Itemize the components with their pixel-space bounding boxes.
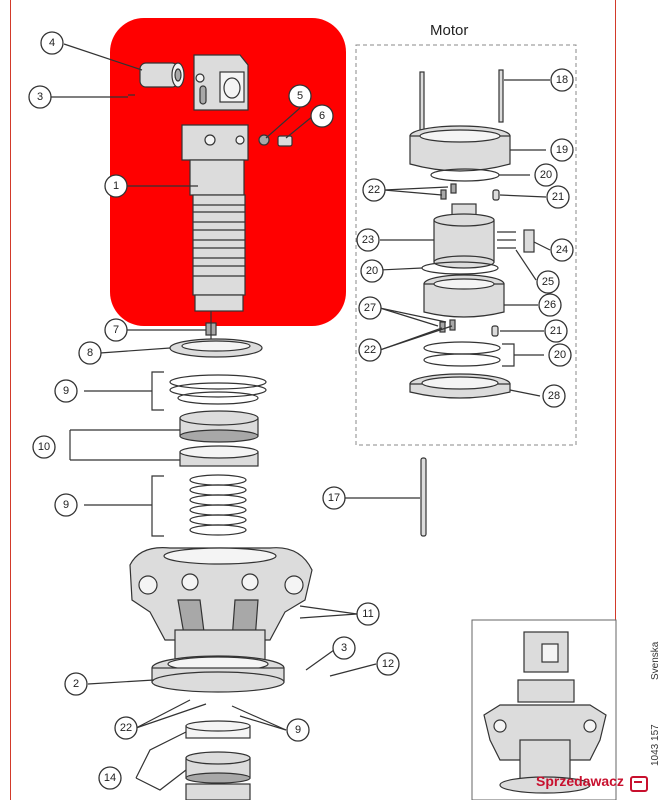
- side-document-number: 1043 157: [650, 724, 661, 766]
- callout-number: 6: [319, 110, 325, 122]
- callout-number: 21: [552, 191, 564, 203]
- callout-number: 24: [556, 244, 568, 256]
- callout-28: 28: [542, 384, 566, 408]
- callout-number: 9: [63, 499, 69, 511]
- callout-24: 24: [550, 238, 574, 262]
- part-23-rotor: [433, 203, 495, 269]
- part-9-spring: [189, 474, 247, 536]
- callout-23: 23: [356, 228, 380, 252]
- callout-number: 12: [382, 658, 394, 670]
- callout-number: 9: [63, 385, 69, 397]
- part-28-plate: [409, 373, 511, 399]
- part-1-cylinder: [181, 54, 249, 312]
- part-26-housing: [423, 274, 505, 318]
- callout-number: 11: [362, 608, 373, 620]
- part-2-housing: [129, 547, 313, 693]
- callout-22: 22: [358, 338, 382, 362]
- callout-number: 3: [341, 642, 347, 654]
- callout-number: 5: [297, 90, 303, 102]
- part-21-22-pins: [439, 183, 500, 337]
- watermark-logo-text: Sprzedawacz: [536, 773, 624, 789]
- callout-18: 18: [550, 68, 574, 92]
- part-9-rings-upper: [169, 374, 267, 405]
- callout-number: 22: [120, 722, 132, 734]
- callout-19: 19: [550, 138, 574, 162]
- callout-4: 4: [40, 31, 64, 55]
- callout-25: 25: [536, 270, 560, 294]
- callout-9: 9: [54, 379, 78, 403]
- callout-2: 2: [64, 672, 88, 696]
- callout-20: 20: [548, 343, 572, 367]
- callout-22: 22: [362, 178, 386, 202]
- callout-number: 20: [554, 349, 566, 361]
- part-24-25-vanes: [497, 229, 535, 253]
- callout-number: 18: [556, 74, 568, 86]
- part-17-rod: [420, 457, 427, 537]
- part-20-rings-c: [423, 341, 501, 367]
- part-18-bolts: [419, 69, 504, 131]
- callout-27: 27: [358, 296, 382, 320]
- callout-1: 1: [104, 174, 128, 198]
- callout-8: 8: [78, 341, 102, 365]
- part-10-bearing: [179, 410, 259, 467]
- callout-number: 2: [73, 678, 79, 690]
- callout-5: 5: [288, 84, 312, 108]
- side-language-label: Svenska: [650, 641, 661, 680]
- callout-7: 7: [104, 318, 128, 342]
- callout-3: 3: [28, 85, 52, 109]
- part-19-cover: [409, 125, 511, 172]
- callout-10: 10: [32, 435, 56, 459]
- callout-21: 21: [544, 319, 568, 343]
- callout-number: 28: [548, 390, 560, 402]
- motor-group-title: Motor: [430, 22, 469, 39]
- motor-group-box: [355, 44, 577, 446]
- callout-number: 21: [550, 325, 562, 337]
- inset-assembly-drawing: [483, 631, 607, 794]
- callout-number: 10: [38, 441, 50, 453]
- callout-17: 17: [322, 486, 346, 510]
- callout-21: 21: [546, 185, 570, 209]
- callout-20: 20: [534, 163, 558, 187]
- callout-number: 22: [368, 184, 380, 196]
- callout-12: 12: [376, 652, 400, 676]
- right-border-line: [615, 0, 616, 800]
- callout-number: 8: [87, 347, 93, 359]
- callout-26: 26: [538, 293, 562, 317]
- callout-11: 11: [356, 602, 380, 626]
- callout-number: 20: [540, 169, 552, 181]
- callout-number: 7: [113, 324, 119, 336]
- callout-number: 27: [364, 302, 376, 314]
- part-14-bearing: [185, 720, 251, 800]
- callout-3: 3: [332, 636, 356, 660]
- callout-14: 14: [98, 766, 122, 790]
- part-4-fitting: [139, 62, 185, 88]
- callout-9: 9: [286, 718, 310, 742]
- callout-number: 25: [542, 276, 554, 288]
- callout-number: 19: [556, 144, 568, 156]
- callout-number: 22: [364, 344, 376, 356]
- callout-number: 20: [366, 265, 378, 277]
- callout-number: 1: [113, 180, 119, 192]
- callout-6: 6: [310, 104, 334, 128]
- callout-number: 3: [37, 91, 43, 103]
- callout-number: 9: [295, 724, 301, 736]
- callout-20: 20: [360, 259, 384, 283]
- callout-number: 4: [49, 37, 55, 49]
- callout-number: 17: [328, 492, 340, 504]
- callout-22: 22: [114, 716, 138, 740]
- callout-number: 14: [104, 772, 116, 784]
- left-border-line: [10, 0, 11, 800]
- callout-9: 9: [54, 493, 78, 517]
- watermark-logo-icon: [630, 776, 648, 792]
- leader-lines: [50, 43, 551, 791]
- callout-number: 23: [362, 234, 374, 246]
- callout-number: 26: [544, 299, 556, 311]
